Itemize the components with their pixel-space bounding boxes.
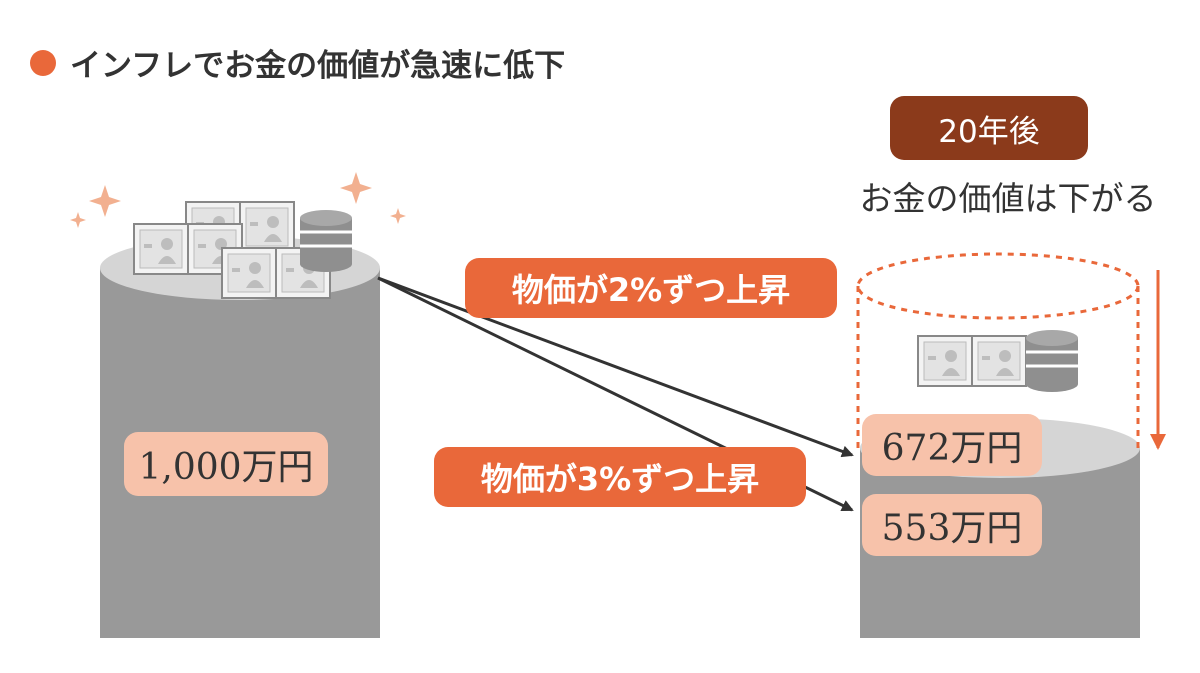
- amount-start: 1,000万円: [124, 432, 328, 496]
- original-value-outline: [856, 252, 1140, 448]
- bullet-dot-icon: [30, 49, 56, 76]
- amount-after-3pct: 553万円: [862, 494, 1042, 556]
- banknote-stack-icon: [917, 335, 1027, 387]
- coin-stack-icon: [1026, 330, 1078, 392]
- arrow-to-672: [377, 276, 854, 458]
- price-rise-3-label: 物価が3%ずつ上昇: [434, 447, 806, 507]
- amount-after-2pct: 672万円: [862, 414, 1042, 476]
- value-drop-caption: お金の価値は下がる: [859, 179, 1157, 218]
- coin-stack-icon: [300, 210, 352, 272]
- page-title: インフレでお金の価値が急速に低下: [30, 40, 565, 85]
- price-rise-2-label: 物価が2%ずつ上昇: [465, 258, 837, 318]
- sparkle-icon: [70, 172, 406, 228]
- page-title-text: インフレでお金の価値が急速に低下: [70, 48, 566, 84]
- after-20-years-badge: 20年後: [890, 96, 1088, 160]
